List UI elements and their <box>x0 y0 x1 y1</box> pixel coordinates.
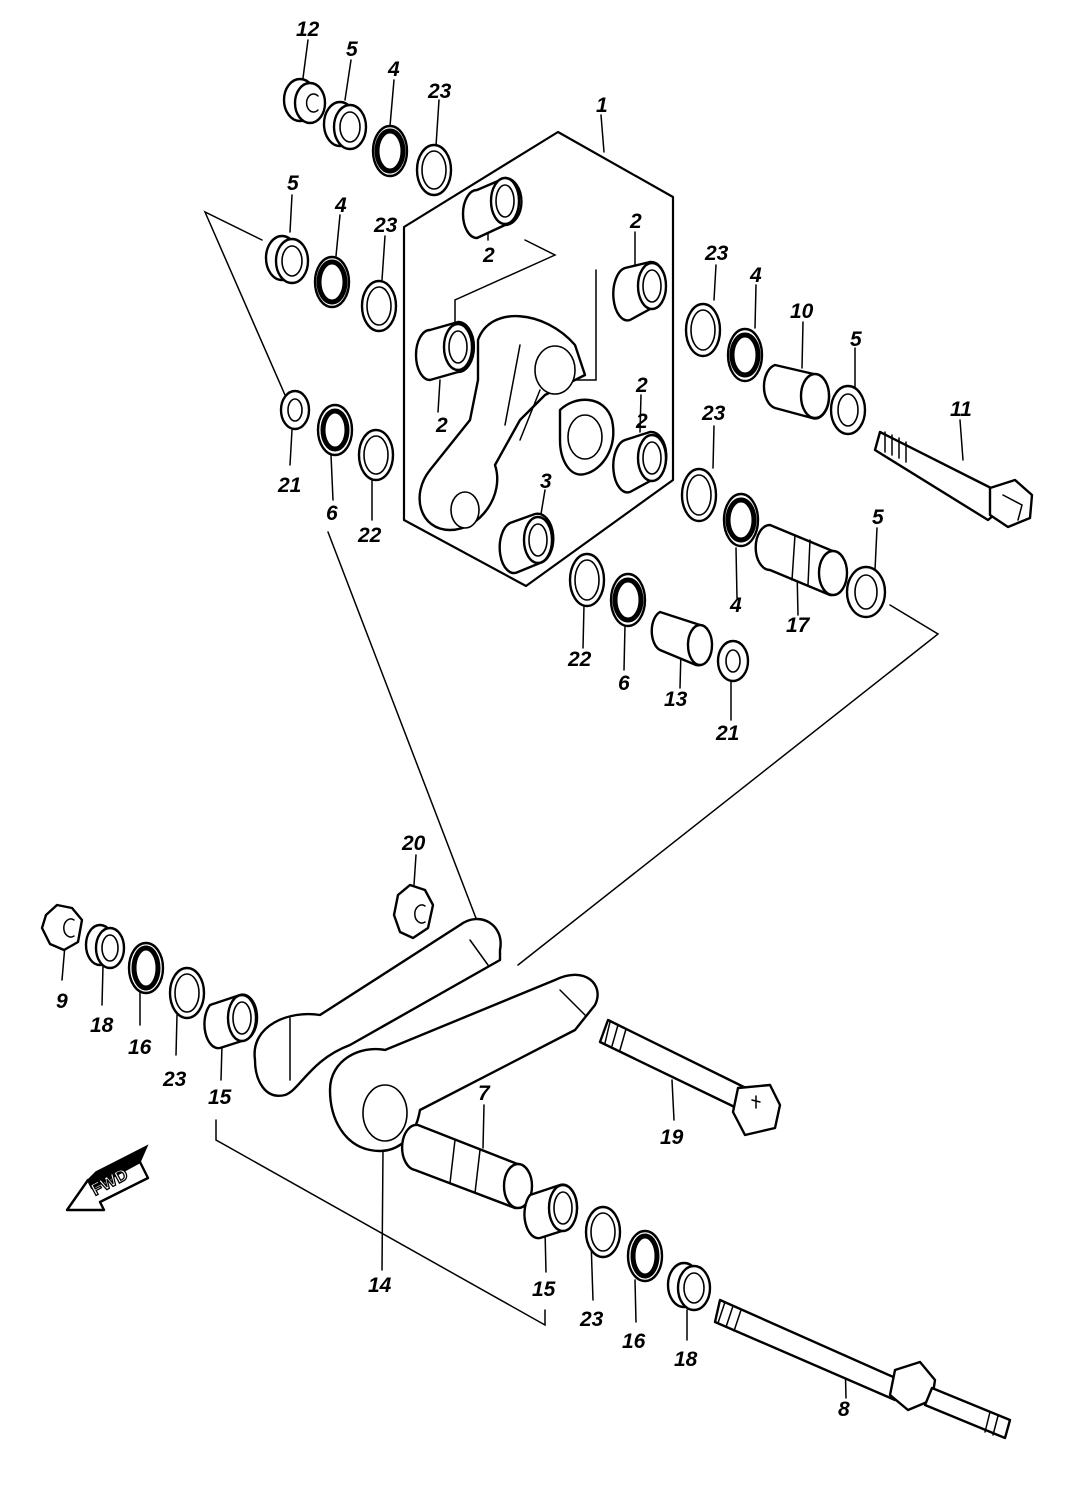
seal-16-right <box>626 1229 664 1283</box>
callout-5: 5 <box>872 506 884 529</box>
callout-4: 4 <box>749 264 762 287</box>
callout-19: 19 <box>660 1126 684 1149</box>
washer-23-lower-right <box>584 1205 622 1259</box>
connection-lines <box>203 210 940 1327</box>
forward-direction-arrow: FWD <box>65 1144 150 1212</box>
washer-22-right <box>568 552 606 608</box>
callout-23: 23 <box>704 242 729 265</box>
callout-12: 12 <box>296 18 320 41</box>
assembly-1-outline <box>402 130 675 588</box>
seal-6-right <box>609 572 647 628</box>
nut-9 <box>40 903 84 952</box>
nut-20 <box>392 883 435 940</box>
callout-18: 18 <box>674 1348 698 1371</box>
callout-23: 23 <box>162 1068 187 1091</box>
callout-20: 20 <box>401 832 426 855</box>
callout-15: 15 <box>208 1086 232 1109</box>
callout-21: 21 <box>715 722 739 745</box>
callout-23: 23 <box>701 402 726 425</box>
bolt-8 <box>713 1298 1012 1440</box>
collar-5-right-b <box>845 565 887 619</box>
callout-23: 23 <box>427 80 452 103</box>
bolt-19 <box>598 1018 782 1137</box>
nut-12-top <box>282 77 327 125</box>
seal-16-left <box>127 941 165 995</box>
callout-10: 10 <box>790 300 814 323</box>
callout-4: 4 <box>334 194 347 217</box>
collar-5-left <box>264 234 310 285</box>
callout-18: 18 <box>90 1014 114 1037</box>
seal-4-top <box>371 124 409 178</box>
callout-2: 2 <box>482 244 495 267</box>
callout-1: 1 <box>596 94 608 117</box>
callout-16: 16 <box>128 1036 152 1059</box>
cushion-rod-1 <box>418 315 615 532</box>
callout-2: 2 <box>629 210 642 233</box>
washer-23-left <box>360 279 398 333</box>
seal-6-left <box>316 403 354 457</box>
washer-23-top <box>415 143 453 197</box>
seal-4-left <box>313 255 351 309</box>
washer-23-lower-left <box>168 966 206 1020</box>
seal-4-right-b <box>722 492 760 548</box>
washer-22-left <box>357 428 395 482</box>
callout-6: 6 <box>618 672 630 695</box>
washer-23-right-a <box>684 302 722 358</box>
bearing-2-c <box>414 320 476 382</box>
callout-2: 2 <box>635 374 648 397</box>
callout-23: 23 <box>579 1308 604 1331</box>
collar-5-right-a <box>829 384 867 436</box>
washer-23-right-b <box>680 467 718 523</box>
callout-4: 4 <box>387 58 400 81</box>
callout-2: 2 <box>435 414 448 437</box>
spacer-10 <box>762 363 831 420</box>
spacer-13 <box>650 610 714 667</box>
callout-4: 4 <box>729 594 742 617</box>
bearing-2-b <box>612 260 668 322</box>
callout-2: 2 <box>635 410 648 433</box>
callout-3: 3 <box>540 470 552 493</box>
collar-7 <box>400 1123 534 1210</box>
collar-18-right <box>666 1261 712 1312</box>
callout-6: 6 <box>326 502 338 525</box>
collar-18-left <box>84 923 126 970</box>
bearing-15-right <box>523 1183 579 1240</box>
callout-23: 23 <box>373 214 398 237</box>
callout-7: 7 <box>478 1082 491 1105</box>
callout-5: 5 <box>346 38 358 61</box>
bearing-3 <box>498 512 555 575</box>
washer-21-right <box>716 639 750 683</box>
callout-5: 5 <box>287 172 299 195</box>
callout-21: 21 <box>277 474 301 497</box>
washer-21-left <box>279 389 311 431</box>
seal-4-right-a <box>726 327 764 383</box>
callout-17: 17 <box>786 614 811 637</box>
collar-5-top <box>322 100 368 151</box>
callout-13: 13 <box>664 688 688 711</box>
callout-11: 11 <box>950 398 972 421</box>
callout-16: 16 <box>622 1330 646 1353</box>
callout-labels: 12 5 4 23 1 5 4 23 2 2 2 2 2 3 21 6 22 2… <box>56 18 972 1421</box>
callout-8: 8 <box>838 1398 850 1421</box>
bolt-11 <box>873 430 1034 529</box>
cushion-lever-14 <box>253 918 599 1153</box>
callout-5: 5 <box>850 328 862 351</box>
bearing-2-d <box>612 430 668 494</box>
bearing-2-a <box>461 176 523 240</box>
callout-14: 14 <box>368 1274 392 1297</box>
callout-22: 22 <box>567 648 592 671</box>
spacer-17 <box>754 523 849 597</box>
callout-15: 15 <box>532 1278 556 1301</box>
bearing-15-left <box>203 993 259 1050</box>
callout-9: 9 <box>56 990 68 1013</box>
callout-22: 22 <box>357 524 382 547</box>
